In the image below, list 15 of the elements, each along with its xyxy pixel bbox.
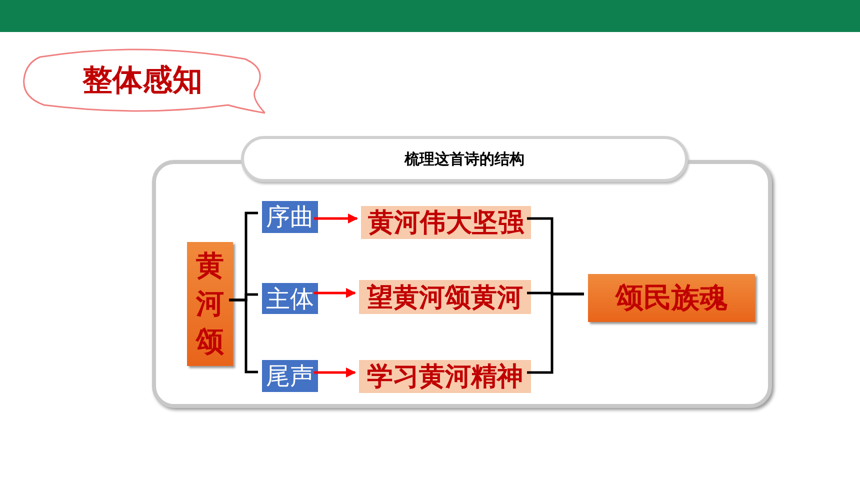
- arrow: [314, 368, 356, 378]
- content-box: 望黄河颂黄河: [359, 280, 531, 314]
- title-box: 黄河颂: [187, 242, 233, 366]
- theme-box: 颂民族魂: [588, 274, 755, 322]
- arrow: [314, 288, 356, 298]
- heading-text: 整体感知: [82, 62, 202, 100]
- bracket-line: [527, 292, 584, 374]
- content-box: 黄河伟大坚强: [361, 206, 531, 239]
- section-box: 序曲: [262, 201, 318, 233]
- content-box: 学习黄河精神: [359, 360, 531, 393]
- section-box: 尾声: [262, 360, 318, 392]
- bracket-line: [229, 298, 258, 374]
- arrow: [314, 214, 358, 224]
- section-box: 主体: [262, 283, 318, 314]
- title-tab: 梳理这首诗的结构: [241, 136, 688, 182]
